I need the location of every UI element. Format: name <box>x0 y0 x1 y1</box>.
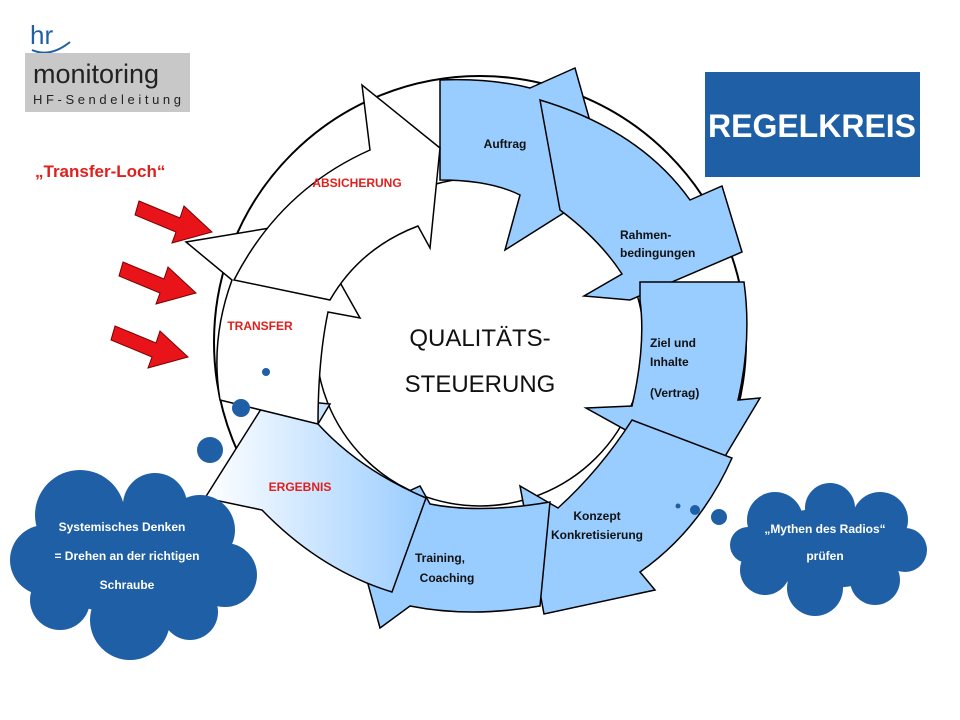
arrow-konzept <box>518 419 734 615</box>
red-arrow-1 <box>134 200 213 244</box>
regelkreis-title: REGELKREIS <box>708 108 916 144</box>
cloud-right <box>730 483 927 616</box>
transfer-loch-label: „Transfer-Loch“ <box>35 162 165 181</box>
label-ergebnis: ERGEBNIS <box>269 480 332 494</box>
cloud-right-line1: „Mythen des Radios“ <box>764 522 885 536</box>
bubble-dot-medium <box>232 399 250 417</box>
bubble-dot-large <box>197 437 223 463</box>
label-ziel-3: (Vertrag) <box>650 386 699 400</box>
red-arrow-3 <box>110 325 189 369</box>
monitoring-title: monitoring <box>33 59 159 89</box>
cloud-left <box>10 470 257 660</box>
bubble-dot-right-large <box>711 509 727 525</box>
cloud-left-line2: = Drehen an der richtigen <box>54 549 199 563</box>
hr-logo-text: hr <box>30 20 53 50</box>
label-rahmen-2: bedingungen <box>620 246 695 260</box>
hr-logo-swoosh <box>31 41 71 54</box>
label-ziel-2: Inhalte <box>650 355 689 369</box>
red-arrows <box>110 200 213 369</box>
monitoring-subtitle: HF-Sendeleitung <box>33 92 185 107</box>
hr-logo: hr <box>30 20 71 54</box>
bubble-dot-right-medium <box>690 505 700 515</box>
regelkreis-badge <box>705 72 920 177</box>
bubble-dot-small <box>262 368 270 376</box>
arrow-rahmenbedingungen <box>539 98 743 301</box>
red-arrow-2 <box>118 261 197 305</box>
label-training-1: Training, <box>415 551 465 565</box>
bubble-dot-right-small <box>675 503 681 509</box>
cloud-left-line3: Schraube <box>100 578 155 592</box>
center-title-line2: STEUERUNG <box>405 371 556 398</box>
cloud-left-line1: Systemisches Denken <box>59 520 186 534</box>
label-training-2: Coaching <box>420 571 475 585</box>
label-transfer: TRANSFER <box>227 319 293 333</box>
label-auftrag: Auftrag <box>484 137 527 151</box>
center-title-line1: QUALITÄTS- <box>409 325 550 352</box>
label-rahmen-1: Rahmen- <box>620 228 671 242</box>
arrow-absicherung <box>232 83 441 301</box>
label-ziel-1: Ziel und <box>650 336 696 350</box>
label-konzept-2: Konkretisierung <box>551 528 643 542</box>
monitoring-logo-box <box>25 53 190 112</box>
label-konzept-1: Konzept <box>573 509 620 523</box>
label-absicherung: ABSICHERUNG <box>312 176 401 190</box>
cloud-right-line2: prüfen <box>806 549 843 563</box>
